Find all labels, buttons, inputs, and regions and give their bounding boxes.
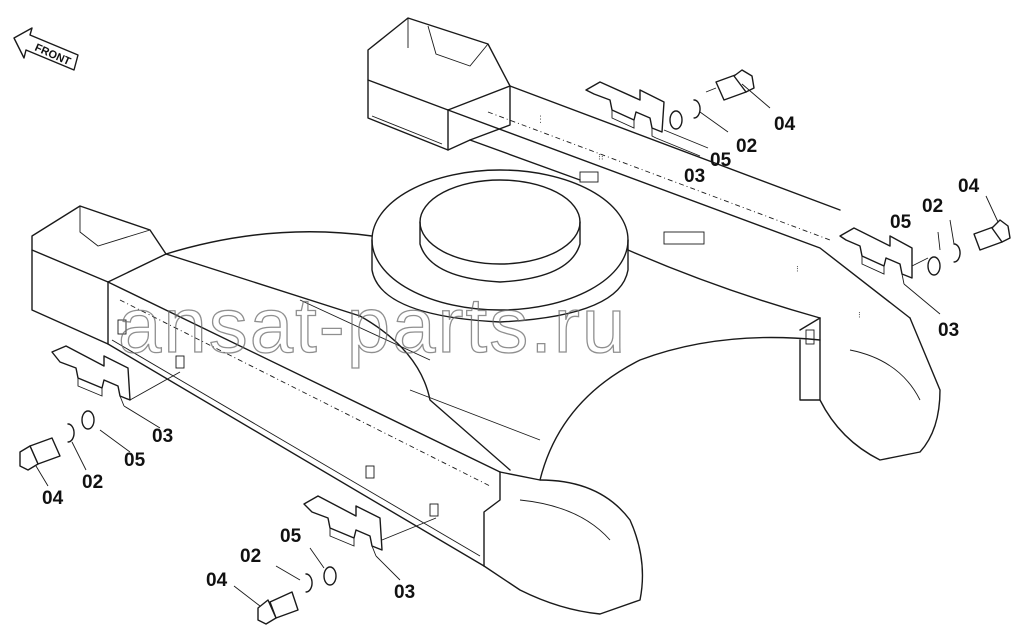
bolt-04-right — [973, 219, 1011, 251]
callout-l-02: 02 — [82, 472, 103, 493]
watermark: ansat-parts.ru — [118, 281, 627, 369]
callout-tr-02: 02 — [736, 136, 757, 157]
callout-b-02: 02 — [240, 546, 261, 567]
bolt-04-left — [19, 437, 61, 471]
svg-text:⁝: ⁝ — [858, 311, 861, 321]
svg-text:⁝: ⁝ — [796, 265, 799, 275]
spring-washer-02-bottom — [305, 573, 313, 593]
callout-r-04: 04 — [958, 176, 980, 197]
washer-05-top-right — [669, 110, 683, 130]
washer-05-left — [81, 410, 95, 430]
spring-washer-02-top-right — [693, 99, 701, 119]
front-arrow-icon: FRONT — [13, 27, 79, 71]
bracket-right — [839, 227, 913, 285]
washer-05-right — [927, 256, 941, 276]
spring-washer-02-right — [953, 243, 961, 263]
callout-r-03: 03 — [938, 320, 959, 341]
bracket-bottom — [303, 495, 383, 557]
callout-b-03: 03 — [394, 582, 415, 603]
callout-l-05: 05 — [124, 450, 146, 471]
bracket-left — [51, 345, 131, 407]
callout-tr-04: 04 — [774, 114, 796, 135]
callout-l-03: 03 — [152, 426, 173, 447]
bolt-04-bottom — [257, 591, 299, 625]
frame-body: ⋮ ⁝⁝ ⁝ ⁝ — [31, 17, 941, 615]
callout-tr-03: 03 — [684, 166, 705, 187]
callout-r-05: 05 — [890, 212, 912, 233]
callout-b-05: 05 — [280, 526, 302, 547]
spring-washer-02-left — [67, 423, 75, 443]
callout-tr-05: 05 — [710, 150, 732, 171]
washer-05-bottom — [323, 566, 337, 586]
bolt-04-top-right — [705, 69, 755, 101]
callout-l-04: 04 — [42, 488, 64, 509]
bracket-top-right — [585, 81, 665, 139]
callout-b-04: 04 — [206, 570, 228, 591]
callout-r-02: 02 — [922, 196, 943, 217]
svg-text:⁝⁝: ⁝⁝ — [598, 153, 604, 163]
svg-text:⋮: ⋮ — [536, 115, 545, 125]
